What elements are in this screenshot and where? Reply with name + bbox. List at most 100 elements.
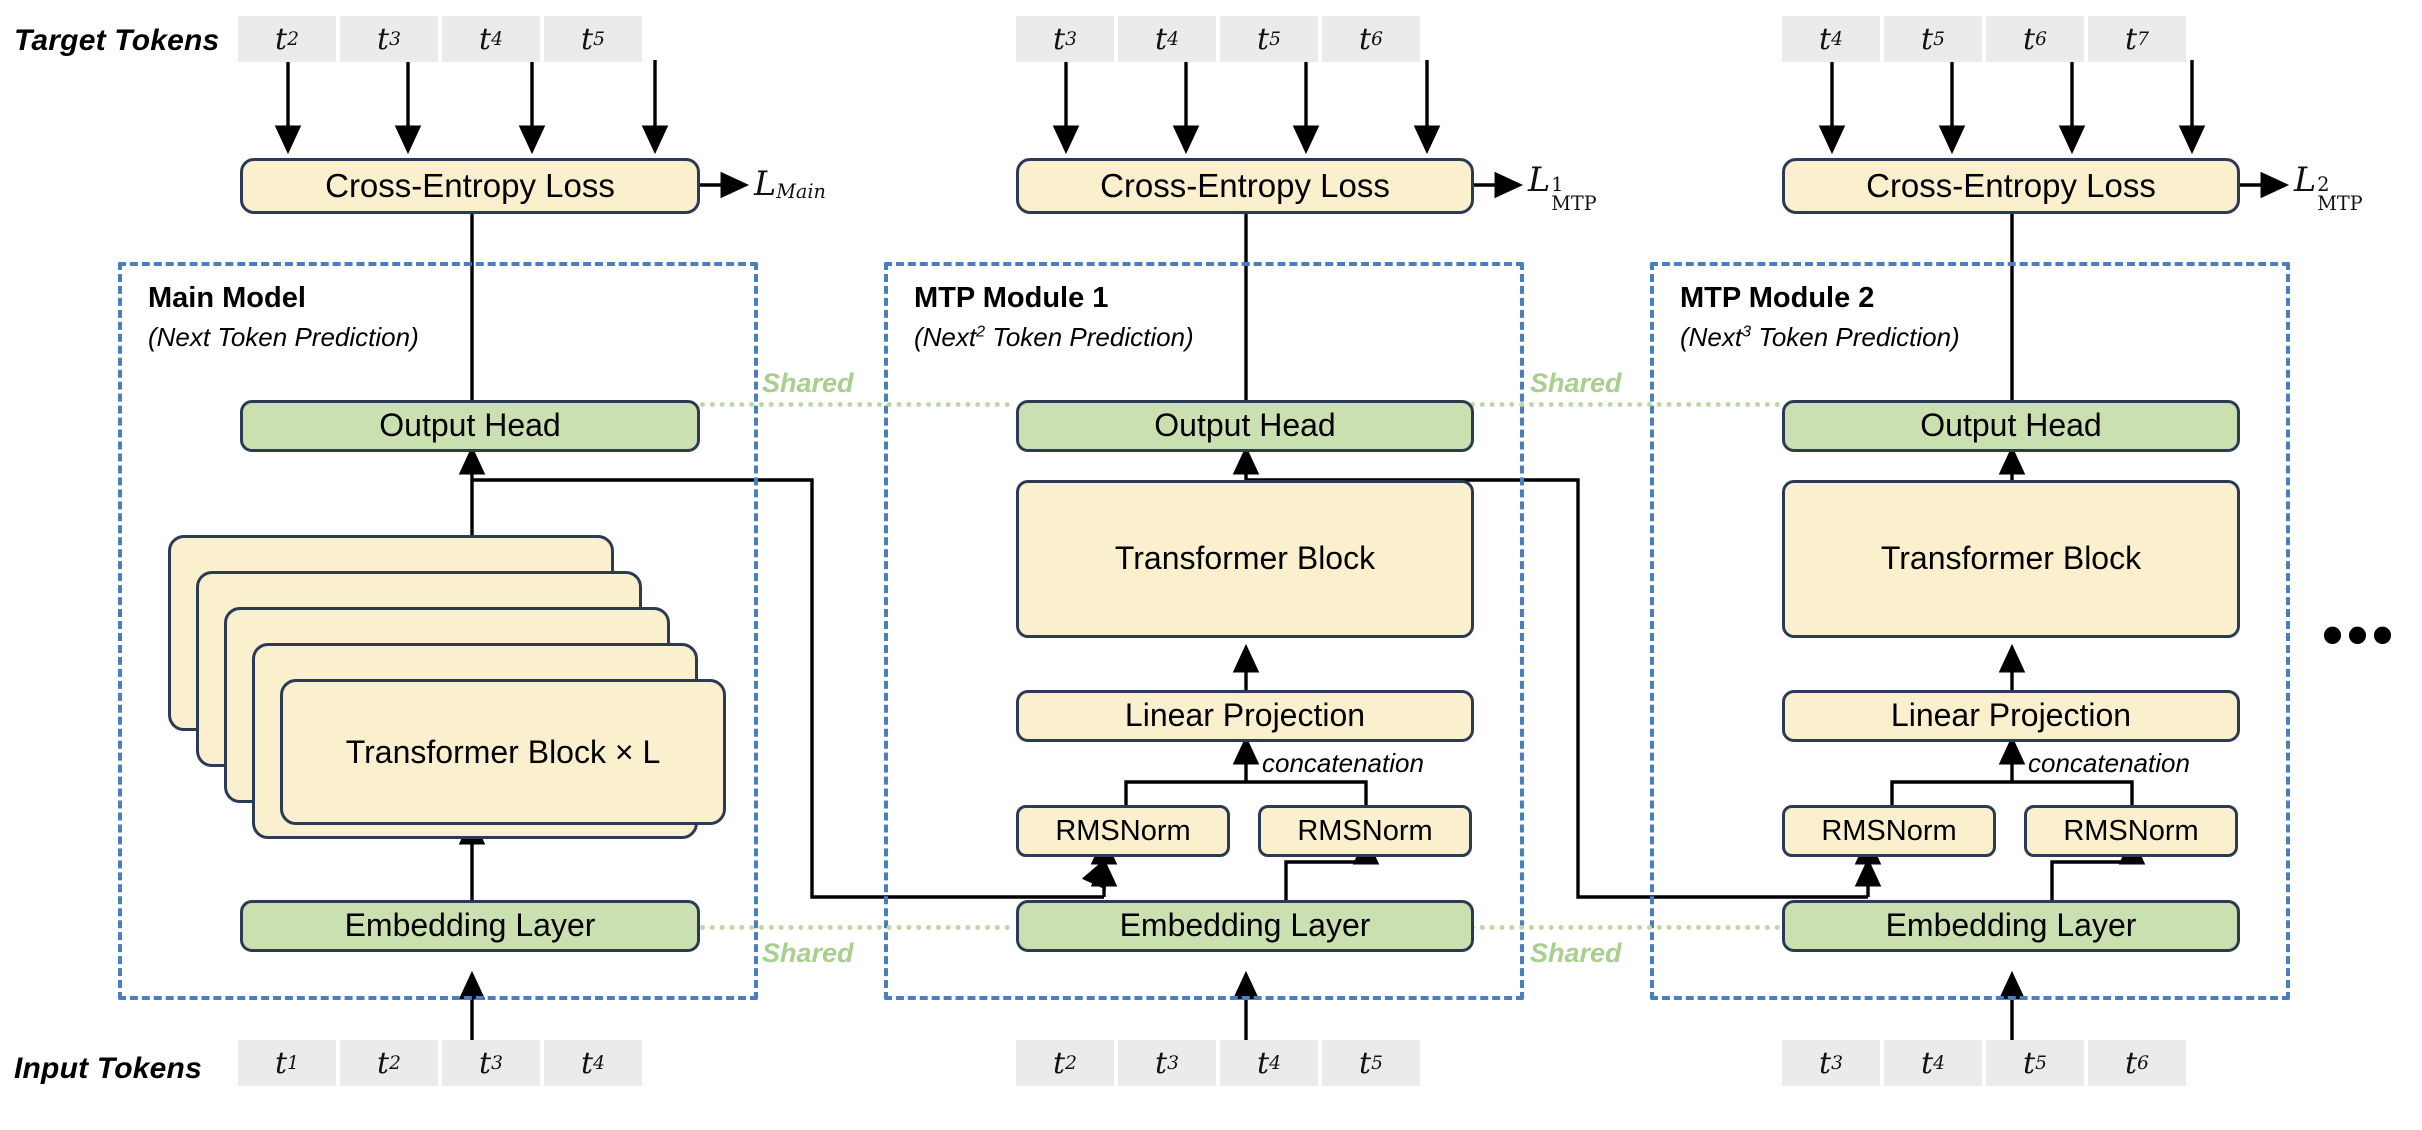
subtitle-suffix: Token Prediction) xyxy=(985,322,1194,352)
token-letter: t xyxy=(479,1045,492,1081)
cross-entropy-loss-box[interactable]: Cross-Entropy Loss xyxy=(1016,158,1474,214)
shared-link-embedding-2 xyxy=(1470,925,1780,930)
shared-link-embedding-1 xyxy=(700,925,1010,930)
token-index: 6 xyxy=(1371,28,1383,50)
transformer-block-box-mtp2[interactable]: Transformer Block xyxy=(1782,480,2240,638)
rmsnorm-box-mtp1-right[interactable]: RMSNorm xyxy=(1258,805,1472,857)
loss-label-mtp2: L 2 MTP xyxy=(2294,160,2363,213)
loss-index-group: 2 MTP xyxy=(2317,173,2362,214)
token-letter: t xyxy=(479,21,492,57)
embedding-layer-box-mtp1[interactable]: Embedding Layer xyxy=(1016,900,1474,952)
token-letter: t xyxy=(1257,21,1270,57)
token-index: 2 xyxy=(287,28,299,50)
module-subtitle-mtp2: (Next3 Token Prediction) xyxy=(1680,322,1960,353)
token-index: 4 xyxy=(1831,28,1843,50)
loss-index-group: 1 MTP xyxy=(1551,175,1597,216)
module-frame-mtp2 xyxy=(1650,262,2290,1000)
token-letter: t xyxy=(2023,21,2036,57)
rmsnorm-box-mtp2-right[interactable]: RMSNorm xyxy=(2024,805,2238,857)
token-index: 4 xyxy=(1269,1052,1281,1074)
token-letter: t xyxy=(1359,1045,1372,1081)
token-index: 4 xyxy=(491,28,503,50)
loss-superscript: 2 xyxy=(2317,173,2330,196)
token-index: 3 xyxy=(1831,1052,1843,1074)
token-letter: t xyxy=(2125,21,2138,57)
linear-projection-box-mtp1[interactable]: Linear Projection xyxy=(1016,690,1474,742)
token-letter: t xyxy=(1053,1045,1066,1081)
subtitle-superscript: 3 xyxy=(1742,322,1752,341)
loss-subscript: MTP xyxy=(1551,192,1597,216)
token-index: 3 xyxy=(1065,28,1077,50)
module-frame-main xyxy=(118,262,758,1000)
loss-symbol: L xyxy=(2294,160,2317,199)
shared-label-output-head-2: Shared xyxy=(1530,368,1622,398)
output-head-box-mtp2[interactable]: Output Head xyxy=(1782,400,2240,452)
cross-entropy-loss-box[interactable]: Cross-Entropy Loss xyxy=(1782,158,2240,214)
loss-label-mtp1: L 1 MTP xyxy=(1528,160,1597,213)
token-letter: t xyxy=(1921,1045,1934,1081)
token-index: 3 xyxy=(491,1052,503,1074)
shared-link-output-head-1 xyxy=(700,402,1010,407)
token-index: 4 xyxy=(1167,28,1179,50)
token-letter: t xyxy=(1921,21,1934,57)
cross-entropy-loss-box[interactable]: Cross-Entropy Loss xyxy=(240,158,700,214)
token-letter: t xyxy=(377,1045,390,1081)
continuation-ellipsis: ••• xyxy=(2322,601,2398,668)
subtitle-prefix: (Next xyxy=(1680,322,1743,352)
transformer-block-box-mtp1[interactable]: Transformer Block xyxy=(1016,480,1474,638)
linear-projection-box-mtp2[interactable]: Linear Projection xyxy=(1782,690,2240,742)
embedding-layer-box-main[interactable]: Embedding Layer xyxy=(240,900,700,952)
shared-label-output-head-1: Shared xyxy=(762,368,854,398)
transformer-block-box-main[interactable]: Transformer Block × L xyxy=(280,679,726,825)
token-index: 7 xyxy=(2137,28,2149,50)
token-letter: t xyxy=(2125,1045,2138,1081)
output-head-box-main[interactable]: Output Head xyxy=(240,400,700,452)
subtitle-prefix: (Next xyxy=(148,322,211,352)
token-index: 5 xyxy=(2035,1052,2047,1074)
token-index: 5 xyxy=(1933,28,1945,50)
token-index: 3 xyxy=(389,28,401,50)
token-letter: t xyxy=(275,21,288,57)
token-letter: t xyxy=(1155,1045,1168,1081)
token-letter: t xyxy=(581,1045,594,1081)
shared-label-embedding-2: Shared xyxy=(1530,938,1622,968)
module-frame-mtp1 xyxy=(884,262,1524,1000)
token-index: 6 xyxy=(2137,1052,2149,1074)
embedding-layer-box-mtp2[interactable]: Embedding Layer xyxy=(1782,900,2240,952)
rmsnorm-box-mtp1-left[interactable]: RMSNorm xyxy=(1016,805,1230,857)
shared-link-output-head-2 xyxy=(1470,402,1780,407)
token-letter: t xyxy=(377,21,390,57)
output-head-box-mtp1[interactable]: Output Head xyxy=(1016,400,1474,452)
loss-symbol: L xyxy=(754,164,777,203)
subtitle-suffix: Token Prediction) xyxy=(1751,322,1960,352)
token-letter: t xyxy=(1053,21,1066,57)
input-tokens-caption: Input Tokens xyxy=(14,1052,202,1085)
rmsnorm-box-mtp2-left[interactable]: RMSNorm xyxy=(1782,805,1996,857)
token-index: 3 xyxy=(1167,1052,1179,1074)
